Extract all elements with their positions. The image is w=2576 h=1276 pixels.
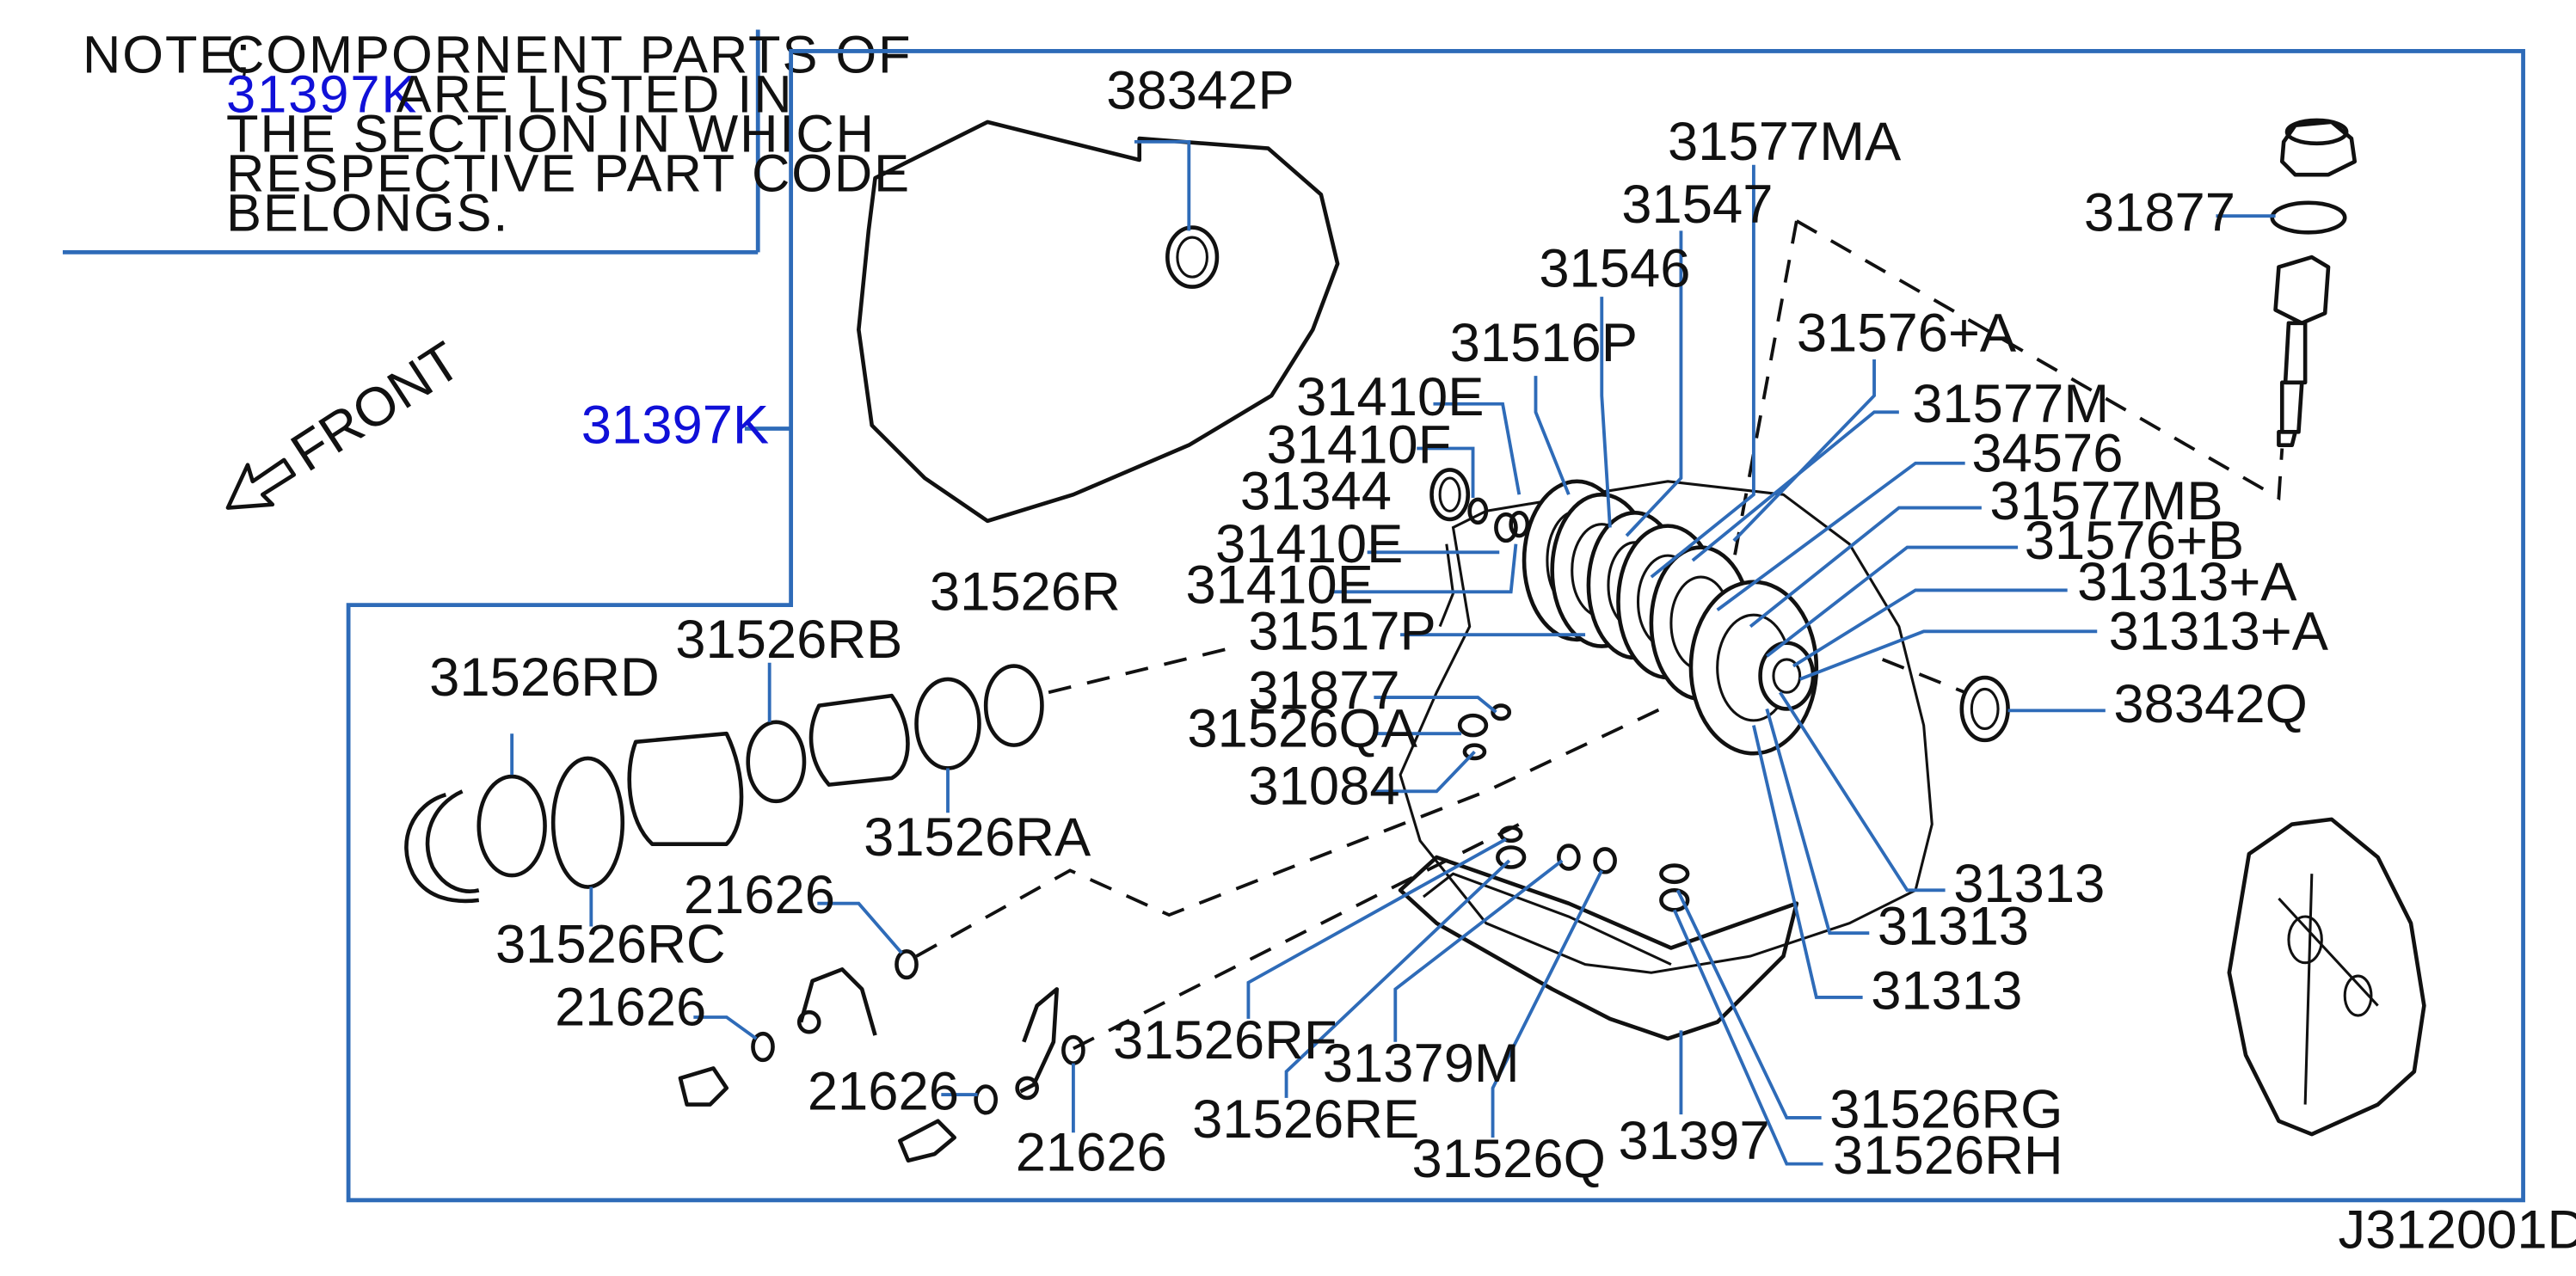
solenoid-dashed-guide (1795, 219, 2284, 501)
part-labels: 38342P 31577MA 31547 31877 31546 31576+A… (429, 61, 2329, 1189)
part-label-31344[interactable]: 31344 (1240, 461, 1392, 521)
part-label-38342p[interactable]: 38342P (1106, 61, 1294, 121)
part-label-31313a-2[interactable]: 31313+A (2109, 601, 2329, 661)
part-label-31313-1[interactable]: 31313 (1953, 854, 2105, 914)
dashed-guide-lower (915, 703, 1669, 958)
small-seals-drawing (1457, 703, 1690, 912)
part-label-31577m[interactable]: 31577M (1912, 374, 2109, 434)
part-label-34576[interactable]: 34576 (1971, 423, 2123, 483)
part-label-21626-1[interactable]: 21626 (684, 865, 835, 925)
note-line-4: RESPECTIVE PART CODE (226, 144, 911, 203)
note-box: NOTE; COMPORNENT PARTS OF 31397K ARE LIS… (62, 25, 912, 255)
seal-38342q-drawing (1959, 675, 2010, 743)
part-label-31410e-3[interactable]: 31410E (1185, 555, 1373, 616)
part-label-31379m[interactable]: 31379M (1323, 1034, 1520, 1094)
part-label-31410e-1[interactable]: 31410E (1296, 367, 1484, 427)
accumulator-drawing (404, 664, 1044, 904)
dashed-guide-upper (1048, 644, 1239, 695)
part-label-31877-top[interactable]: 31877 (2084, 182, 2235, 242)
part-label-31877-mid[interactable]: 31877 (1248, 660, 1399, 721)
part-label-31526rd[interactable]: 31526RD (429, 647, 660, 708)
part-label-31577ma[interactable]: 31577MA (1668, 112, 1902, 172)
part-label-31576a[interactable]: 31576+A (1797, 303, 2017, 363)
part-label-21626-4[interactable]: 21626 (1016, 1122, 1167, 1182)
note-prefix: NOTE; (83, 25, 252, 84)
part-label-31516p[interactable]: 31516P (1450, 313, 1638, 373)
leader-lines (510, 139, 2276, 1166)
assembly-code-link[interactable]: 31397K (581, 396, 769, 456)
front-arrow-icon: FRONT (225, 331, 471, 510)
part-label-38342q[interactable]: 38342Q (2113, 674, 2307, 734)
part-label-31526rc[interactable]: 31526RC (495, 915, 726, 975)
part-label-31526r[interactable]: 31526R (930, 561, 1121, 622)
part-label-31313-3[interactable]: 31313 (1871, 960, 2022, 1021)
part-label-31526ra[interactable]: 31526RA (864, 807, 1091, 868)
part-label-31313a-1[interactable]: 31313+A (2077, 552, 2297, 612)
part-label-31084[interactable]: 31084 (1248, 757, 1399, 817)
part-label-31526rg[interactable]: 31526RG (1829, 1079, 2063, 1139)
part-label-31577mb[interactable]: 31577MB (1989, 471, 2222, 531)
front-label: FRONT (281, 331, 471, 483)
part-label-31526qa[interactable]: 31526QA (1187, 699, 1417, 759)
note-line-3: THE SECTION IN WHICH (226, 104, 876, 163)
part-label-31410e-2[interactable]: 31410E (1215, 514, 1403, 574)
solenoid-drawing (2270, 118, 2358, 447)
housing-gasket-drawing (857, 120, 1340, 524)
note-line-5: BELONGS. (226, 183, 509, 242)
part-label-31397[interactable]: 31397 (1618, 1111, 1769, 1171)
diagram-code: J312001D (2339, 1199, 2576, 1260)
part-label-31547[interactable]: 31547 (1621, 175, 1773, 235)
assembly-frame (346, 49, 2525, 1203)
part-label-31526rb[interactable]: 31526RB (675, 610, 902, 670)
part-label-31313-2[interactable]: 31313 (1878, 897, 2029, 957)
part-label-21626-3[interactable]: 21626 (808, 1061, 959, 1121)
part-label-31517p[interactable]: 31517P (1248, 601, 1436, 661)
part-label-31526rh[interactable]: 31526RH (1833, 1126, 2063, 1186)
oil-pan-drawing (1398, 855, 1799, 1041)
part-label-31546[interactable]: 31546 (1539, 239, 1690, 299)
part-label-31526re[interactable]: 31526RE (1192, 1089, 1419, 1150)
part-label-31410f[interactable]: 31410F (1267, 415, 1452, 475)
part-label-31526q[interactable]: 31526Q (1411, 1129, 1605, 1189)
part-label-31576b[interactable]: 31576+B (2025, 511, 2244, 571)
part-label-21626-2[interactable]: 21626 (555, 978, 706, 1038)
note-assembly-link[interactable]: 31397K (226, 64, 418, 124)
side-cover-drawing (2227, 817, 2426, 1137)
tubes-bolts-drawing (678, 948, 1085, 1163)
note-line-2: ARE LISTED IN (397, 64, 794, 124)
clutch-pack-drawing (1429, 468, 1819, 756)
part-label-31526rf[interactable]: 31526RF (1113, 1010, 1337, 1070)
note-line-1: COMPORNENT PARTS OF (226, 25, 912, 84)
